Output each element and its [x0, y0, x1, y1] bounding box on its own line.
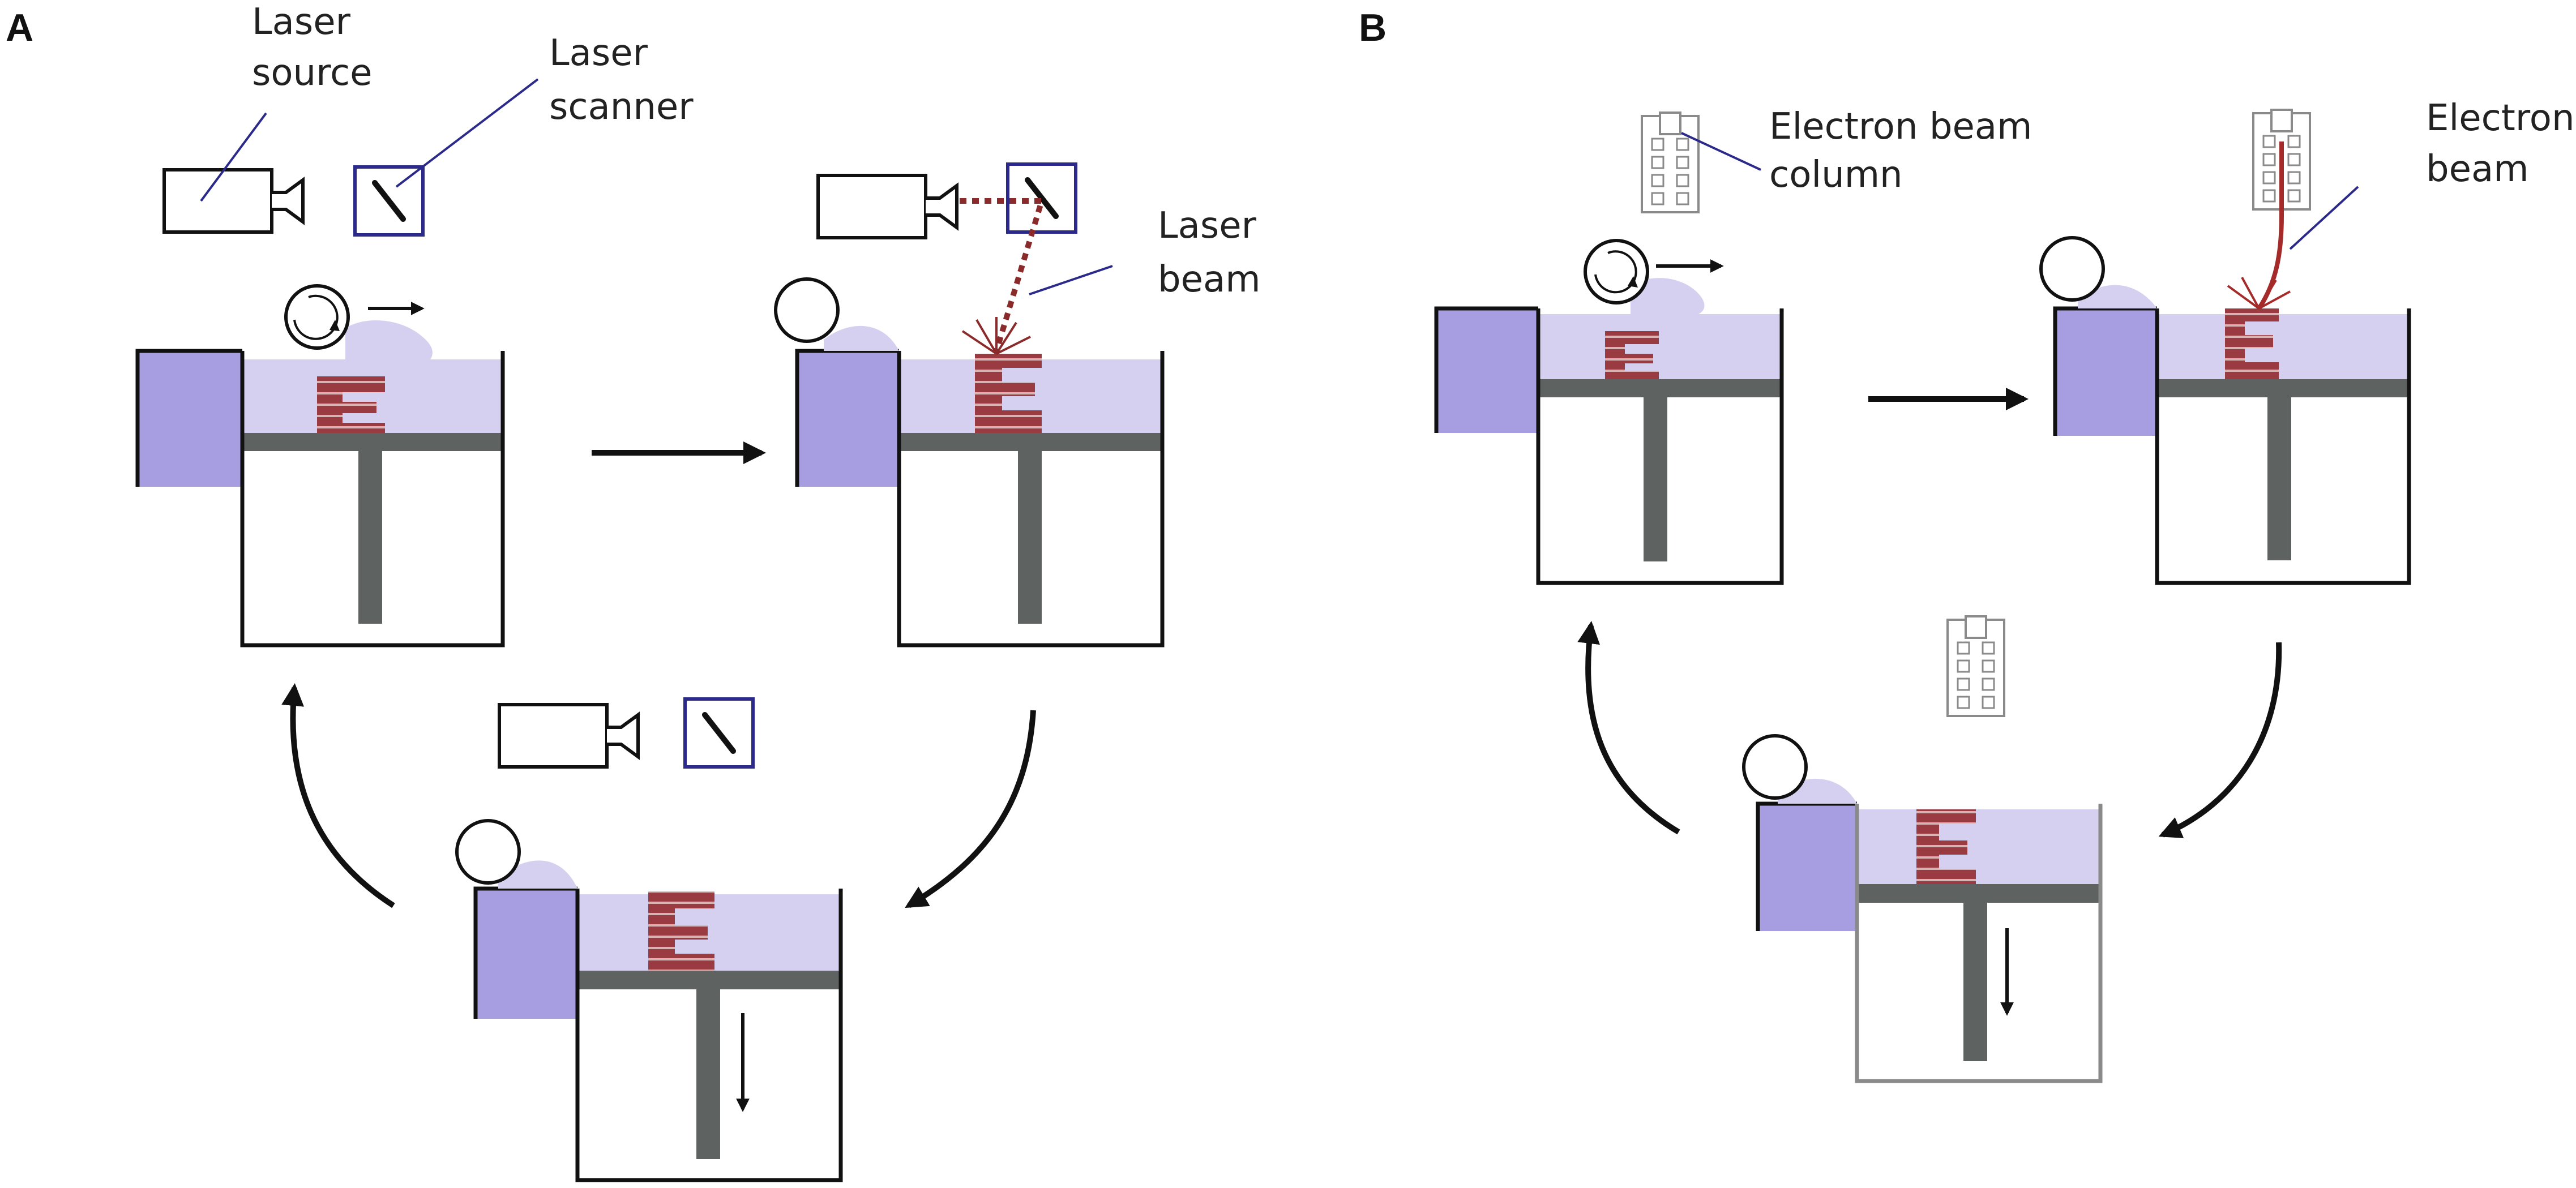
column-label-2: column [1769, 154, 1903, 196]
electron-beam-label-1: Electron [2426, 97, 2575, 139]
roller-icon [455, 819, 521, 885]
platform-piston [1018, 451, 1042, 624]
powder-bed [1538, 314, 1782, 382]
column-label-1: Electron beam [1769, 106, 2032, 148]
melt-spark [961, 317, 1031, 355]
a-curve-arrow-left [281, 683, 395, 908]
roller-icon [1584, 239, 1649, 304]
printed-part [648, 891, 714, 971]
electron-beam-leader [2289, 186, 2359, 250]
roller-icon [2039, 236, 2105, 302]
mirror-icon [355, 167, 423, 235]
b-unit-melting [2039, 236, 2411, 585]
roller-icon [1742, 734, 1808, 800]
powder-hopper [1758, 804, 1857, 931]
platform-piston [696, 989, 720, 1159]
a-unit-recoating [135, 284, 505, 647]
printed-part [317, 376, 385, 433]
panel-b-label: B [1359, 6, 1387, 49]
a-unit-scanning [774, 277, 1165, 647]
powder-hopper [1436, 308, 1538, 433]
laser-source-label-2: source [252, 52, 373, 94]
platform-piston [1644, 397, 1667, 561]
laser-scanner-label-2: scanner [549, 86, 694, 128]
build-platform [1857, 884, 2100, 903]
powder-pile [345, 320, 433, 359]
mirror-icon [1008, 164, 1076, 232]
a-curve-arrow-right [905, 710, 1036, 908]
printed-part [2225, 308, 2279, 379]
powder-hopper [476, 889, 577, 1019]
printed-part [1916, 809, 1976, 884]
laser-scanner-leader [395, 78, 539, 188]
powder-bed [2157, 314, 2409, 382]
camera-icon [818, 175, 957, 238]
laser-scanner-label-1: Laser [549, 32, 648, 74]
platform-piston [1963, 903, 1987, 1061]
powder-pile [2078, 285, 2157, 308]
laser-source-leader [200, 112, 267, 202]
powder-bed [1857, 809, 2100, 886]
build-platform [899, 433, 1162, 451]
printed-part [1605, 331, 1659, 379]
platform-piston [358, 451, 382, 624]
camera-icon [499, 705, 638, 767]
powder-pile [824, 325, 899, 351]
powder-hopper [797, 351, 899, 487]
build-platform [1538, 379, 1782, 397]
powder-pile [1631, 278, 1705, 314]
laser-beam [960, 198, 1046, 352]
powder-hopper [2055, 308, 2157, 436]
b-curve-arrow-right [2158, 642, 2282, 838]
build-platform [577, 971, 841, 989]
laser-beam-leader [1029, 265, 1113, 295]
electron-beam-label-2: beam [2426, 148, 2529, 190]
mirror-icon [685, 699, 753, 767]
powder-pile [498, 860, 577, 889]
laser-beam-label-2: beam [1158, 259, 1261, 301]
powder-hopper [138, 351, 242, 487]
platform-piston [2267, 397, 2291, 560]
camera-icon [164, 170, 303, 232]
roller-icon [774, 277, 840, 343]
panel-a-label: A [6, 6, 33, 49]
build-platform [242, 433, 503, 451]
a-unit-lowering [455, 819, 843, 1182]
laser-beam-label-1: Laser [1158, 205, 1257, 247]
b-unit-recoating [1434, 239, 1784, 585]
printed-part [975, 354, 1042, 433]
laser-source-label-1: Laser [252, 1, 351, 43]
b-unit-lowering [1742, 734, 2103, 1083]
electron-column-icon [1641, 111, 1700, 213]
b-curve-arrow-left [1577, 621, 1680, 835]
electron-column-icon [1946, 615, 2005, 717]
melt-spark [2227, 277, 2291, 310]
column-leader [1681, 132, 1761, 171]
build-platform [2157, 379, 2409, 397]
